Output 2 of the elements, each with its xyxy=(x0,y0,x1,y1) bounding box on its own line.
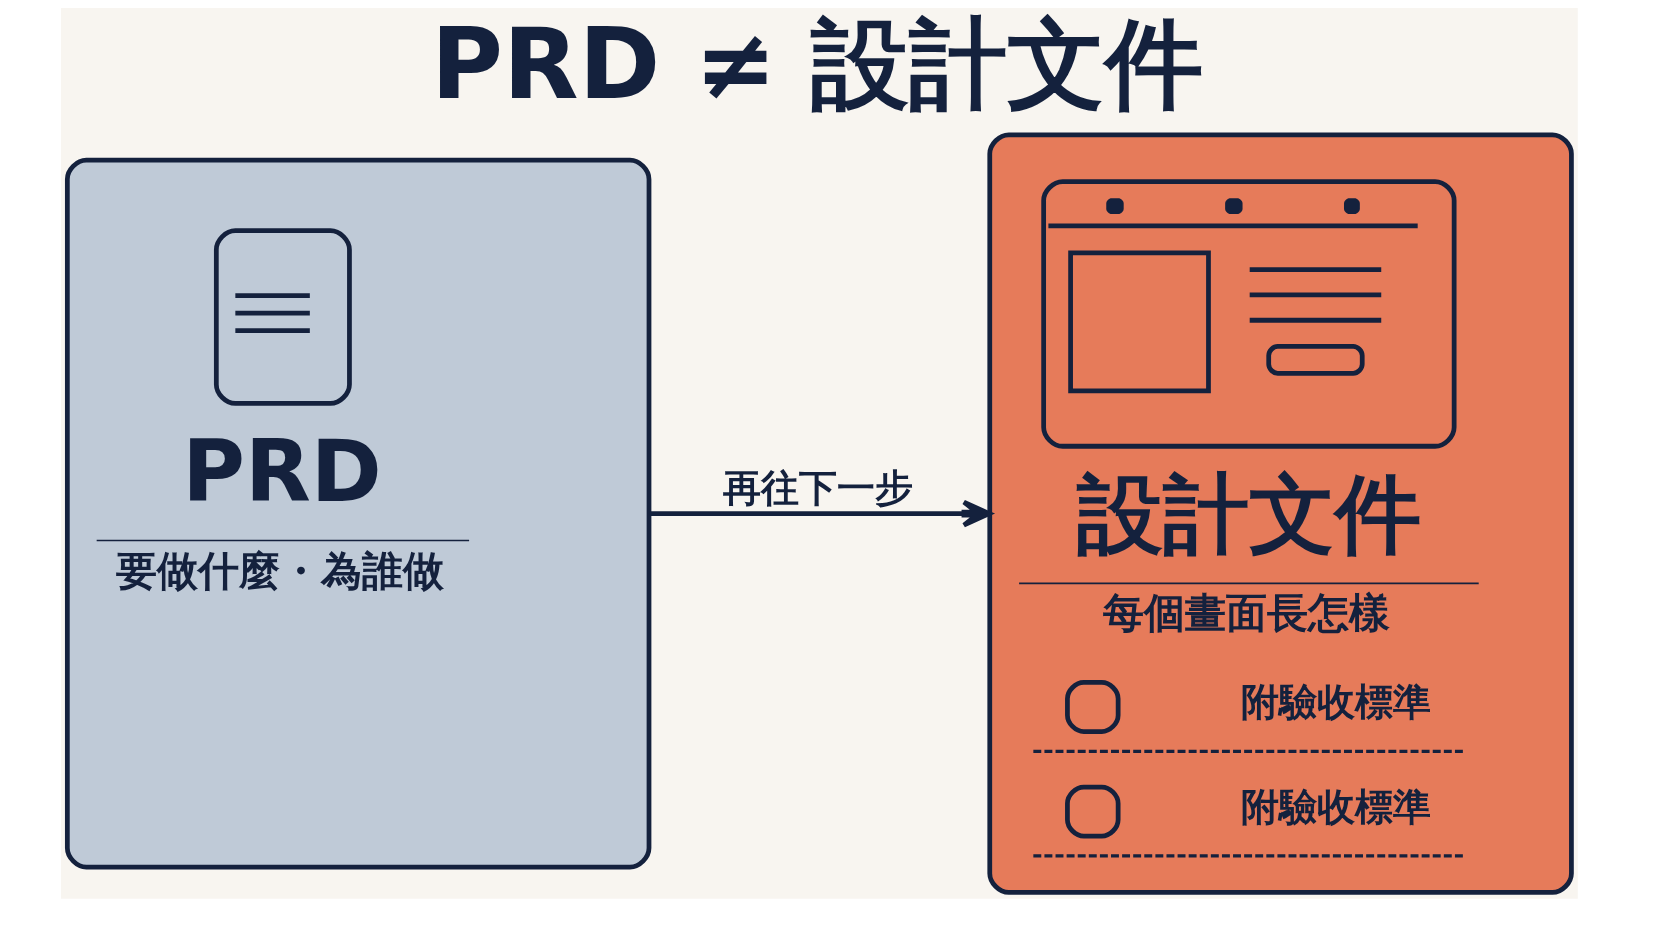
diagram-title: PRD ≠ 設計文件 xyxy=(430,6,1203,121)
edge-label: 再往下一步 xyxy=(723,466,913,511)
